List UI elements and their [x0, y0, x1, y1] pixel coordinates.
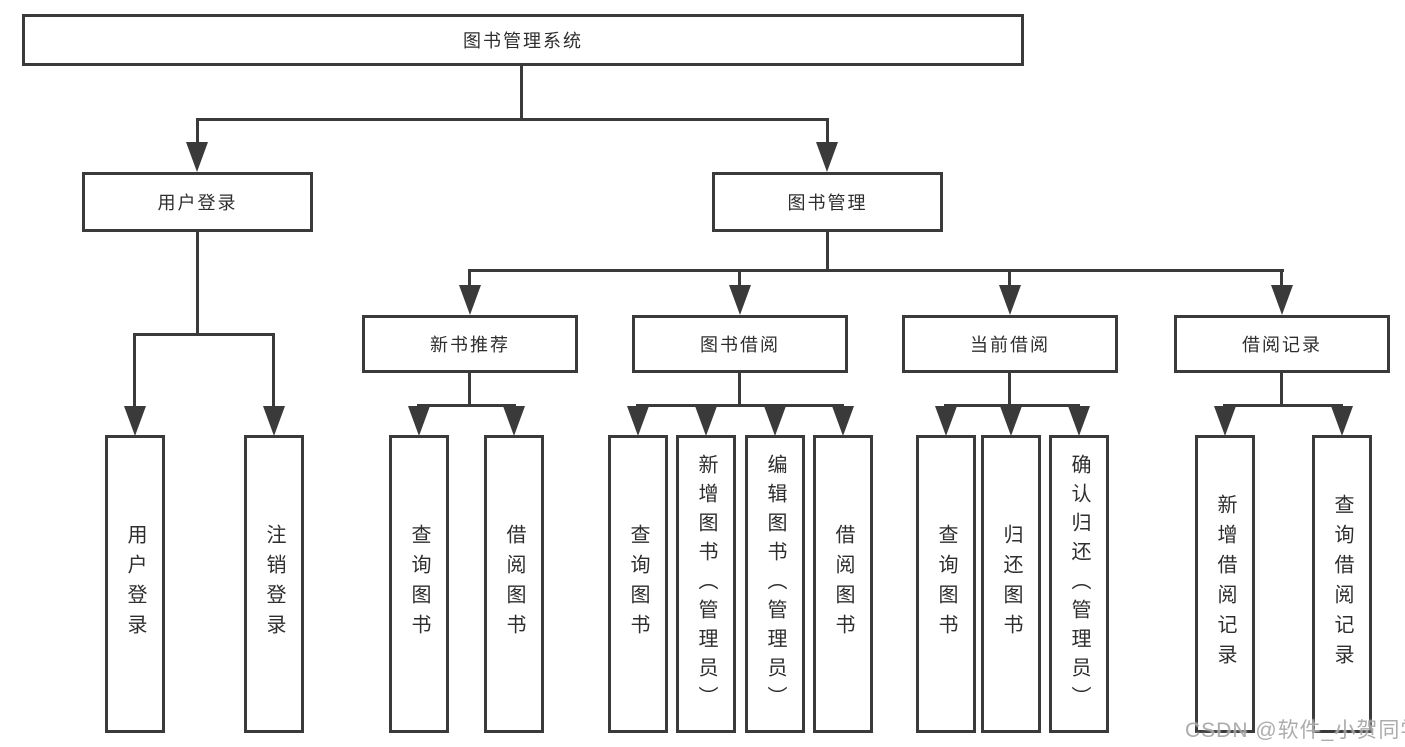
leaf-logout: 注销登录: [244, 435, 304, 733]
connector-records-stem: [1280, 371, 1283, 407]
connector-book-mgmt-hbar: [468, 269, 1284, 272]
arrow-down-query-borrowing: [627, 406, 649, 436]
connector-root-stem: [520, 66, 523, 121]
arrow-down-confirm-return: [1068, 406, 1090, 436]
connector-stem-book-mgmt: [826, 121, 829, 146]
connector-stem-records: [1280, 272, 1283, 289]
arrow-down-borrow-recommend: [503, 406, 525, 436]
arrow-down-leaf-login: [124, 406, 146, 436]
connector-stem-leaf-login: [133, 336, 136, 411]
connector-stem-current: [1008, 272, 1011, 289]
node-borrowing-records: 借阅记录: [1174, 315, 1390, 373]
arrow-down-records: [1271, 285, 1293, 315]
watermark: CSDN @软件_小贺同学: [1185, 719, 1405, 742]
leaf-query-books-recommend: 查询图书: [389, 435, 449, 733]
connector-root-hbar: [196, 118, 829, 121]
arrow-down-return-books: [1000, 406, 1022, 436]
arrow-down-query-recommend: [408, 406, 430, 436]
leaf-query-books-current: 查询图书: [916, 435, 976, 733]
arrow-down-leaf-logout: [263, 406, 285, 436]
node-new-book-recommend: 新书推荐: [362, 315, 578, 373]
connector-stem-leaf-logout: [272, 336, 275, 411]
leaf-user-login: 用户登录: [105, 435, 165, 733]
connector-borrowing-hbar: [636, 404, 844, 407]
connector-borrowing-stem: [738, 371, 741, 407]
leaf-confirm-return-admin: 确认归还（管理员）: [1049, 435, 1109, 733]
leaf-query-borrow-record: 查询借阅记录: [1312, 435, 1372, 733]
arrow-down-add-record: [1214, 406, 1236, 436]
connector-records-hbar: [1223, 404, 1343, 407]
node-current-borrowing: 当前借阅: [902, 315, 1118, 373]
arrow-down-edit-book: [764, 406, 786, 436]
arrow-down-query-current: [935, 406, 957, 436]
leaf-borrow-books-borrowing: 借阅图书: [813, 435, 873, 733]
connector-new-books-stem: [468, 371, 471, 407]
connector-stem-borrowing: [738, 272, 741, 289]
arrow-down-borrowing: [729, 285, 751, 315]
leaf-query-books-borrowing: 查询图书: [608, 435, 668, 733]
node-book-management: 图书管理: [712, 172, 943, 232]
connector-stem-new-books: [468, 272, 471, 289]
connector-stem-user-login: [196, 121, 199, 146]
arrow-down-book-mgmt: [816, 142, 838, 172]
arrow-down-borrow-book: [832, 406, 854, 436]
arrow-down-add-book: [695, 406, 717, 436]
node-book-borrowing: 图书借阅: [632, 315, 848, 373]
leaf-borrow-books-recommend: 借阅图书: [484, 435, 544, 733]
arrow-down-current: [999, 285, 1021, 315]
node-book-management-system: 图书管理系统: [22, 14, 1024, 66]
connector-new-books-hbar: [417, 404, 516, 407]
arrow-down-new-books: [459, 285, 481, 315]
connector-current-stem: [1008, 371, 1011, 407]
connector-book-mgmt-stem: [826, 230, 829, 271]
leaf-return-books: 归还图书: [981, 435, 1041, 733]
arrow-down-user-login: [186, 142, 208, 172]
connector-user-login-hbar: [133, 333, 275, 336]
leaf-edit-book-admin: 编辑图书（管理员）: [745, 435, 805, 733]
node-user-login: 用户登录: [82, 172, 313, 232]
arrow-down-query-record: [1331, 406, 1353, 436]
leaf-add-book-admin: 新增图书（管理员）: [676, 435, 736, 733]
connector-current-hbar: [944, 404, 1080, 407]
connector-user-login-stem: [196, 230, 199, 336]
leaf-add-borrow-record: 新增借阅记录: [1195, 435, 1255, 733]
